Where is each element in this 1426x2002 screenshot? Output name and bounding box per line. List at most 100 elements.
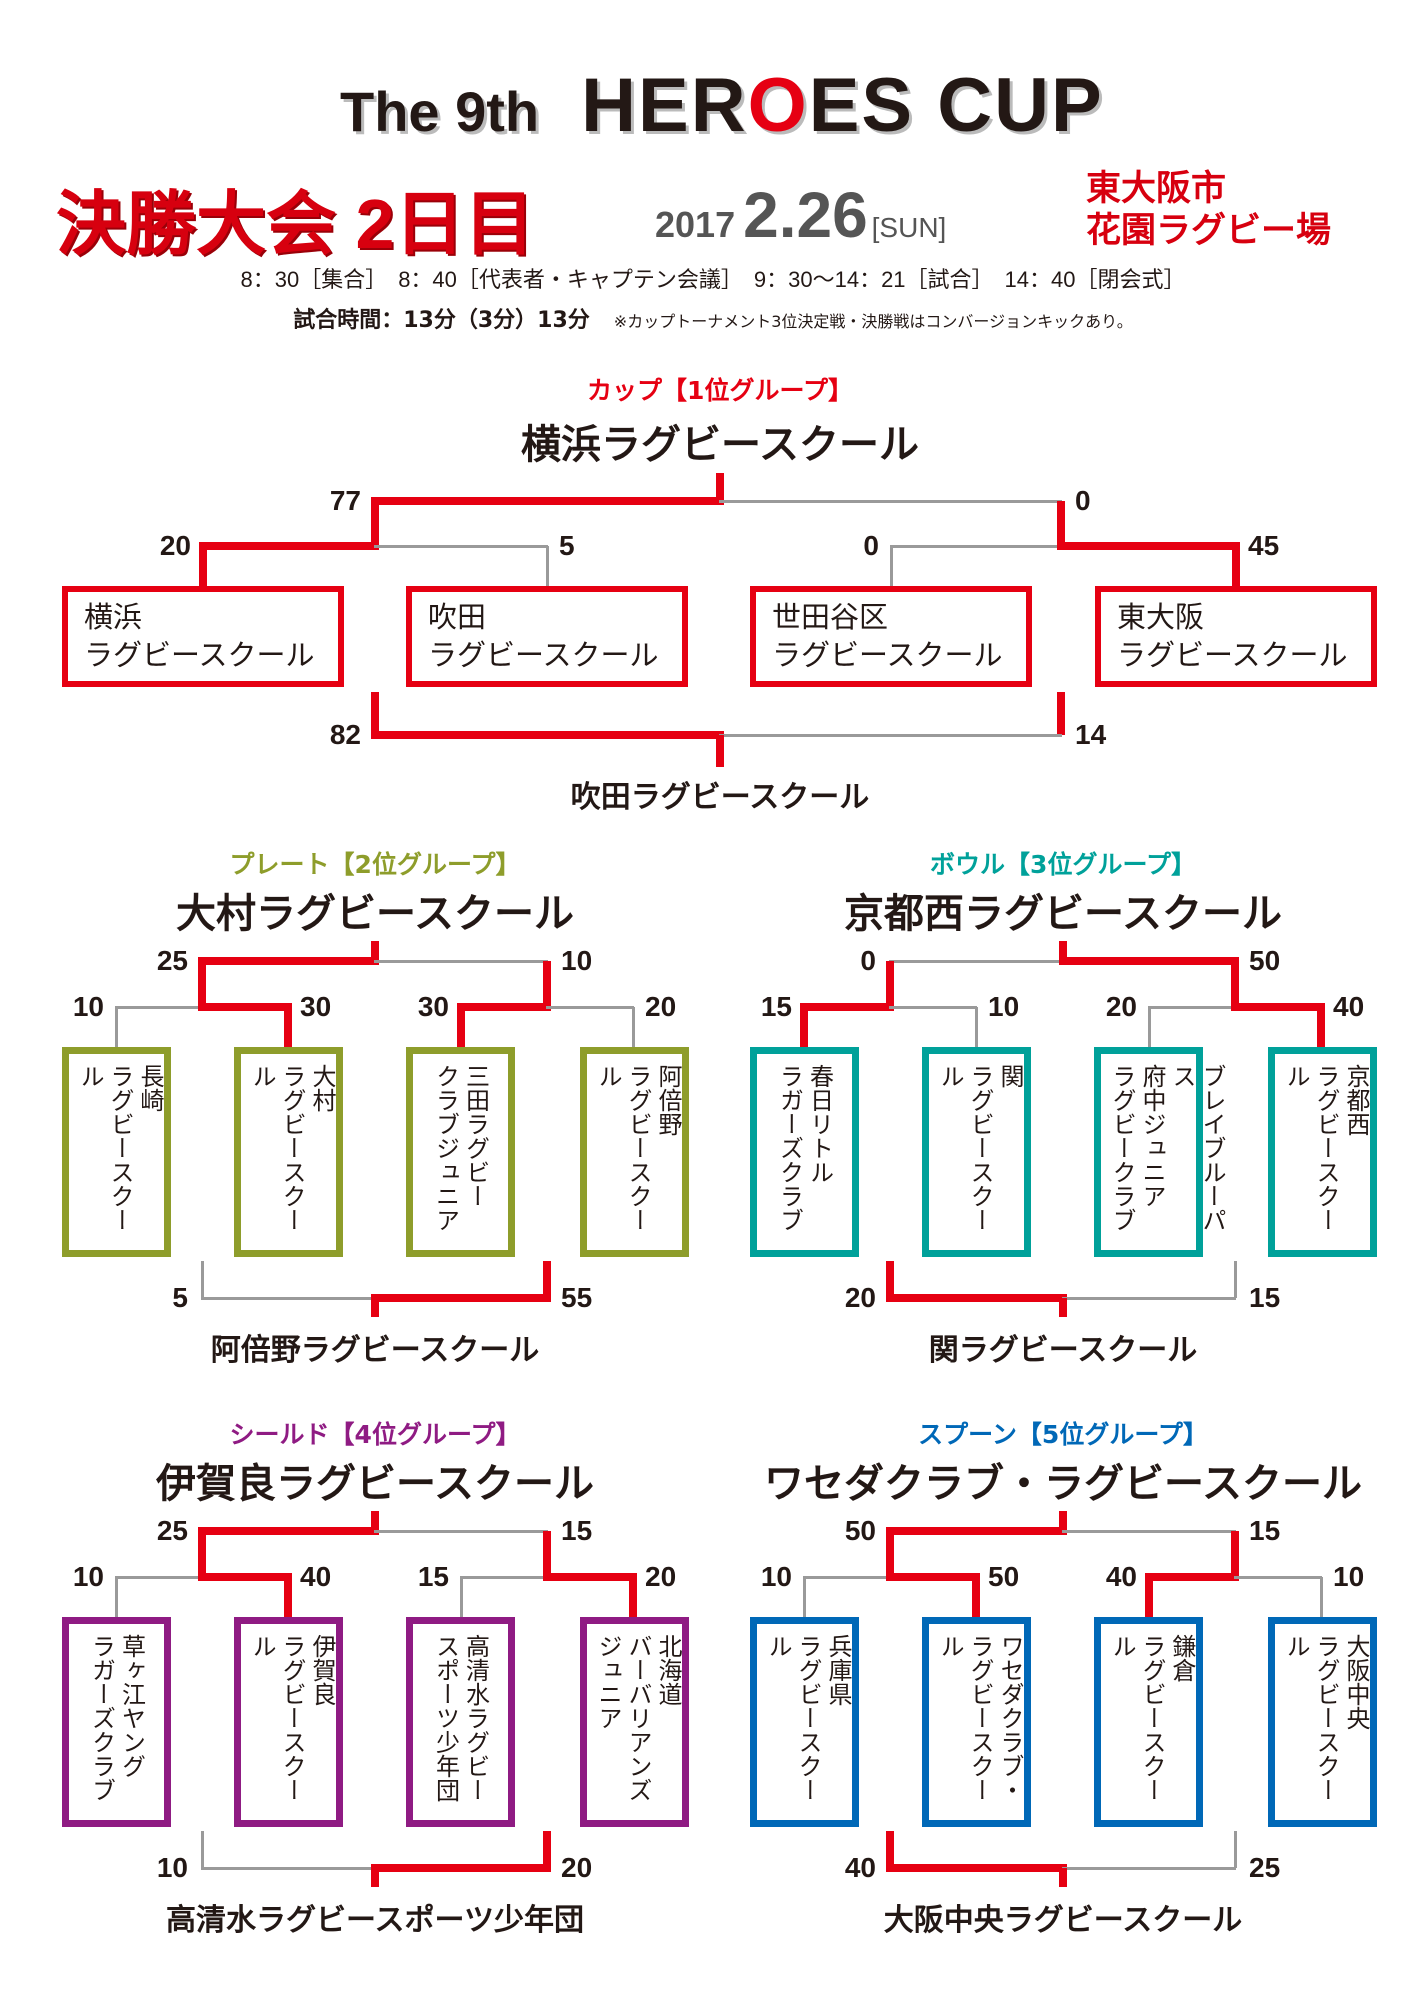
bracket-line <box>974 1007 978 1047</box>
bracket-line <box>374 959 548 963</box>
team-box: 春日リトル ラガーズクラブ <box>750 1047 859 1257</box>
score: 20 <box>645 1561 677 1592</box>
match-time: 試合時間：13分（3分）13分 <box>293 308 590 333</box>
bracket-line-winner <box>716 473 724 501</box>
bracket-line <box>115 1005 203 1009</box>
match-time-row: 試合時間：13分（3分）13分※カップトーナメント3位決定戦・決勝戦はコンバージ… <box>0 302 1426 334</box>
bracket-line <box>889 959 1064 963</box>
team-box: 草ヶ江ヤング ラガーズクラブ <box>62 1617 171 1827</box>
team-name: 大村 ラグビースクール <box>248 1064 336 1232</box>
team-box: 伊賀良 ラグビースクール <box>234 1617 343 1827</box>
score: 0 <box>863 530 879 561</box>
bracket-line-winner <box>371 1868 379 1887</box>
team-name: 伊賀良 ラグビースクール <box>248 1634 336 1802</box>
bracket-line-winner <box>371 941 379 961</box>
score: 0 <box>1075 485 1091 516</box>
bracket-line <box>1234 1575 1322 1579</box>
bracket-line-winner <box>371 1294 551 1302</box>
team-name: 関 ラグビースクール <box>936 1064 1024 1232</box>
score: 10 <box>561 945 593 976</box>
third-place-winner: 阿倍野ラグビースクール <box>210 1333 540 1368</box>
bracket-line <box>1233 1261 1237 1298</box>
bracket-line-winner <box>1145 1573 1239 1581</box>
score: 40 <box>844 1852 876 1883</box>
bracket-line-winner <box>198 1527 379 1535</box>
bracket-line <box>545 546 549 586</box>
bracket-line <box>631 1007 635 1047</box>
bracket-line-winner <box>886 1527 1067 1535</box>
team-name: 春日リトル ラガーズクラブ <box>775 1064 834 1232</box>
team-name: 三田ラグビー クラブジュニア <box>431 1064 490 1232</box>
score: 30 <box>417 991 449 1022</box>
score: 20 <box>159 530 191 561</box>
bracket-line-winner <box>543 1831 551 1868</box>
score: 82 <box>329 719 361 750</box>
bracket-line-winner <box>1059 1868 1067 1887</box>
bracket-line-winner <box>371 1511 379 1531</box>
champion-name: ワセダクラブ・ラグビースクール <box>764 1461 1362 1507</box>
bracket-line <box>546 1005 634 1009</box>
bracket-line-winner <box>886 1294 1067 1302</box>
bracket-line <box>1148 1005 1236 1009</box>
bracket-line-winner <box>886 1261 894 1298</box>
bracket-line-winner <box>886 1573 980 1581</box>
champion-name: 伊賀良ラグビースクール <box>156 1461 594 1507</box>
bracket-line-winner <box>1145 1577 1153 1617</box>
bracket-line-winner <box>886 961 894 1007</box>
bracket-line-winner <box>1057 542 1240 550</box>
score: 0 <box>860 945 876 976</box>
bracket-line <box>115 1575 203 1579</box>
bracket-line-winner <box>972 1577 980 1617</box>
bracket-line-winner <box>716 735 724 767</box>
bracket-line-winner <box>198 1003 292 1011</box>
team-box: 京都西 ラグビースクール <box>1268 1047 1377 1257</box>
category-title: ボウル【3位グループ】 <box>930 850 1196 879</box>
bracket-line-winner <box>800 1003 894 1011</box>
bracket-line-winner <box>1059 1298 1067 1317</box>
score: 5 <box>559 530 575 561</box>
score: 50 <box>844 1515 876 1546</box>
logo-o: O <box>747 63 809 148</box>
team-box: 三田ラグビー クラブジュニア <box>406 1047 515 1257</box>
bracket-line-winner <box>371 1298 379 1317</box>
bracket-line-winner <box>886 1831 894 1868</box>
bracket-line-winner <box>543 961 551 1007</box>
score: 20 <box>561 1852 593 1883</box>
bracket-line-winner <box>371 731 724 739</box>
team-box: 吹田 ラグビースクール <box>406 586 688 687</box>
bracket-line <box>374 544 548 548</box>
bracket-line <box>114 1007 118 1047</box>
score: 45 <box>1248 530 1280 561</box>
team-name: ワセダクラブ・ ラグビースクール <box>936 1634 1024 1802</box>
bracket-line <box>114 1577 118 1617</box>
bracket-line-winner <box>800 1007 808 1047</box>
year: 2017 <box>655 204 736 245</box>
score: 40 <box>1105 1561 1137 1592</box>
bracket-line-winner <box>198 1573 292 1581</box>
team-name: 阿倍野 ラグビースクール <box>594 1064 682 1232</box>
bracket-line-winner <box>1232 546 1240 586</box>
team-name: ブレイブルーパス 府中ジュニア ラグビークラブ <box>1108 1064 1226 1232</box>
team-box: 鎌倉 ラグビースクール <box>1094 1617 1203 1827</box>
bracket-line-winner <box>198 1531 206 1577</box>
team-box: ブレイブルーパス 府中ジュニア ラグビークラブ <box>1094 1047 1226 1257</box>
third-place-winner: 高清水ラグビースポーツ少年団 <box>166 1903 584 1938</box>
third-place-winner: 吹田ラグビースクール <box>570 780 870 815</box>
bracket-line <box>1062 1296 1236 1300</box>
bracket-line <box>719 499 1062 503</box>
team-box: 東大阪 ラグビースクール <box>1095 586 1377 687</box>
team-name: 高清水ラグビー スポーツ少年団 <box>431 1634 490 1802</box>
logo-heroes-cup: HEROES CUP <box>581 63 1104 148</box>
score: 10 <box>72 1561 104 1592</box>
score: 15 <box>417 1561 449 1592</box>
bracket-line-winner <box>457 1003 551 1011</box>
bracket-line-winner <box>543 1531 551 1577</box>
score: 50 <box>988 1561 1020 1592</box>
bracket-line-winner <box>886 1531 894 1577</box>
bracket-line <box>719 733 1062 737</box>
category-title: スプーン【5位グループ】 <box>918 1420 1208 1449</box>
bracket-line-winner <box>1059 957 1239 965</box>
score: 10 <box>72 991 104 1022</box>
bracket-line-winner <box>457 1007 465 1047</box>
team-name: 大阪中央 ラグビースクール <box>1282 1634 1370 1802</box>
